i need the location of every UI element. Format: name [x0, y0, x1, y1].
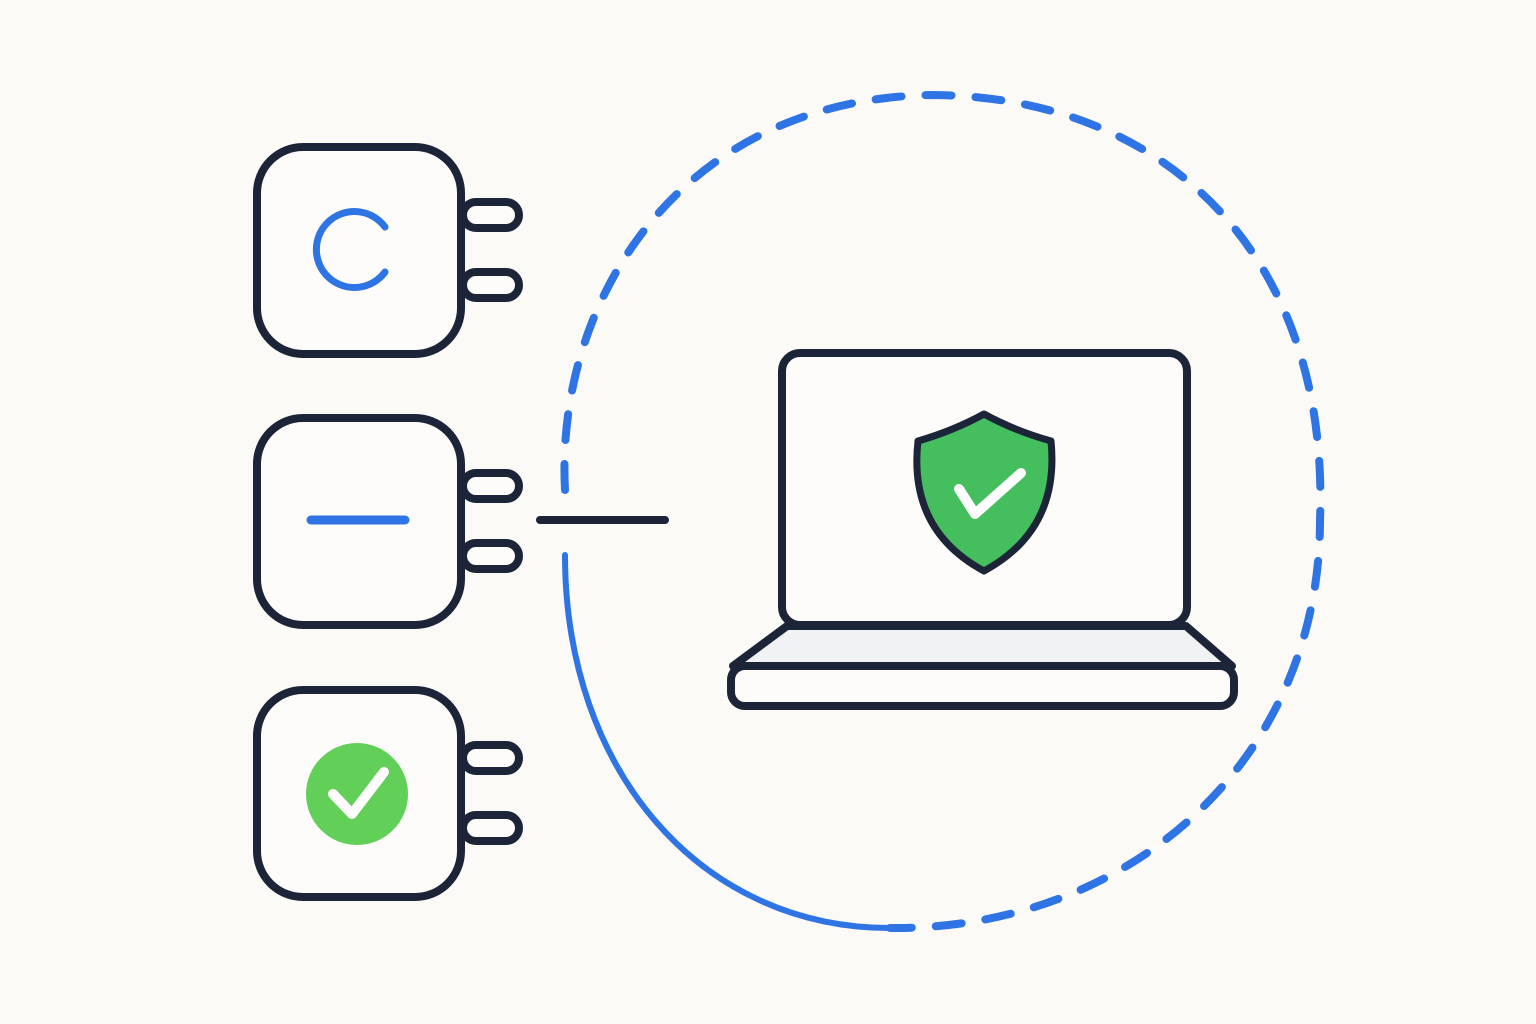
adapter-body — [253, 143, 465, 358]
adapter-prong — [459, 198, 523, 232]
usb-c-letter-icon — [312, 208, 389, 291]
adapter-prong — [459, 268, 523, 302]
check-circle-icon — [306, 743, 408, 845]
laptop-base — [727, 662, 1238, 710]
dashed-connection-ring — [560, 90, 1325, 933]
adapter-prong — [459, 811, 523, 845]
power-adapter-check — [253, 686, 523, 901]
solid-connection-arc — [562, 552, 893, 931]
power-adapter-dash — [253, 414, 523, 629]
laptop-keyboard-deck — [729, 622, 1236, 670]
adapter-prong — [459, 539, 523, 573]
power-adapter-usb-c — [253, 143, 523, 358]
laptop — [727, 349, 1238, 710]
shield-check-icon — [913, 410, 1056, 575]
adapter-prong — [459, 469, 523, 503]
adapter-prong — [459, 741, 523, 775]
